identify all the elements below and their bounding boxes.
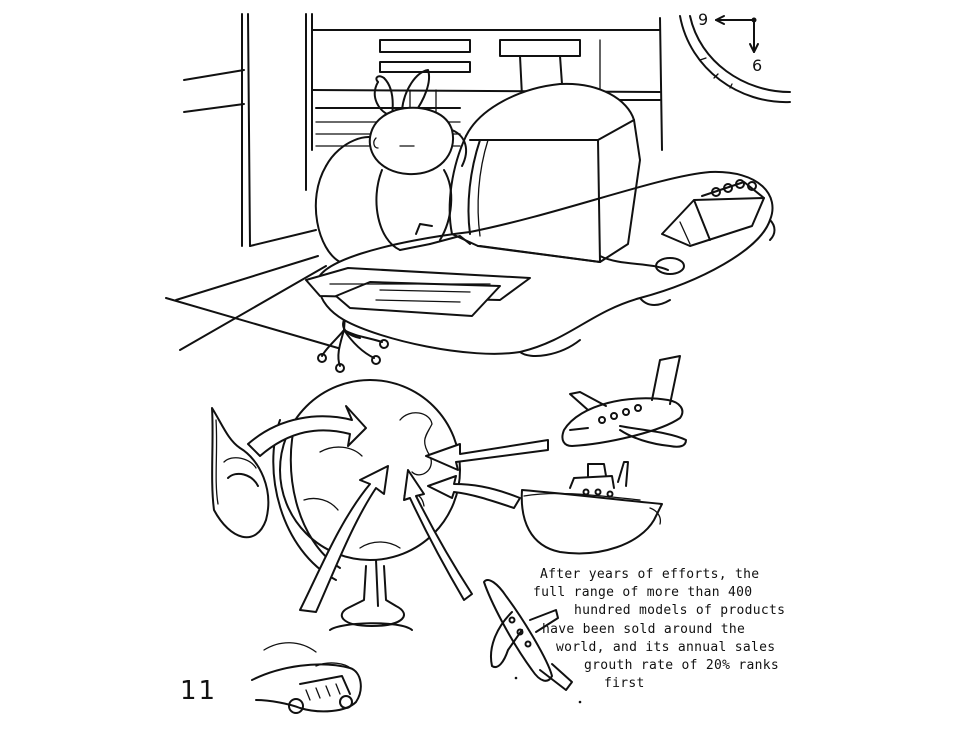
caption-line: full range of more than 400: [533, 585, 753, 601]
caption-line: hundred models of products: [574, 603, 786, 619]
floor-lines: [165, 255, 339, 351]
papers: [305, 267, 531, 317]
airplane-icon: [561, 355, 687, 448]
computer-monitor-icon: [429, 82, 641, 263]
page-number: 11: [180, 676, 218, 706]
car-icon: [251, 642, 362, 714]
caption-line: have been sold around the: [542, 621, 746, 637]
caption-line: After years of efforts, the: [540, 567, 760, 582]
clock-label-9: 9: [698, 10, 709, 29]
ship-icon: [520, 461, 663, 555]
airplane-icon-2: [483, 578, 573, 691]
rabbit-icon: [368, 69, 468, 251]
arrows: [247, 405, 549, 613]
caption-line: grouth rate of 20% ranks: [584, 658, 780, 674]
clock-label-6: 6: [752, 56, 763, 75]
caption-line: first: [604, 676, 645, 692]
wall-clock-icon: [679, 15, 791, 104]
desk-calendar-icon: [661, 179, 765, 247]
caption: After years of efforts, the full range o…: [530, 566, 810, 693]
flag-shape: [211, 407, 270, 539]
caption-line: world, and its annual sales: [556, 639, 776, 655]
